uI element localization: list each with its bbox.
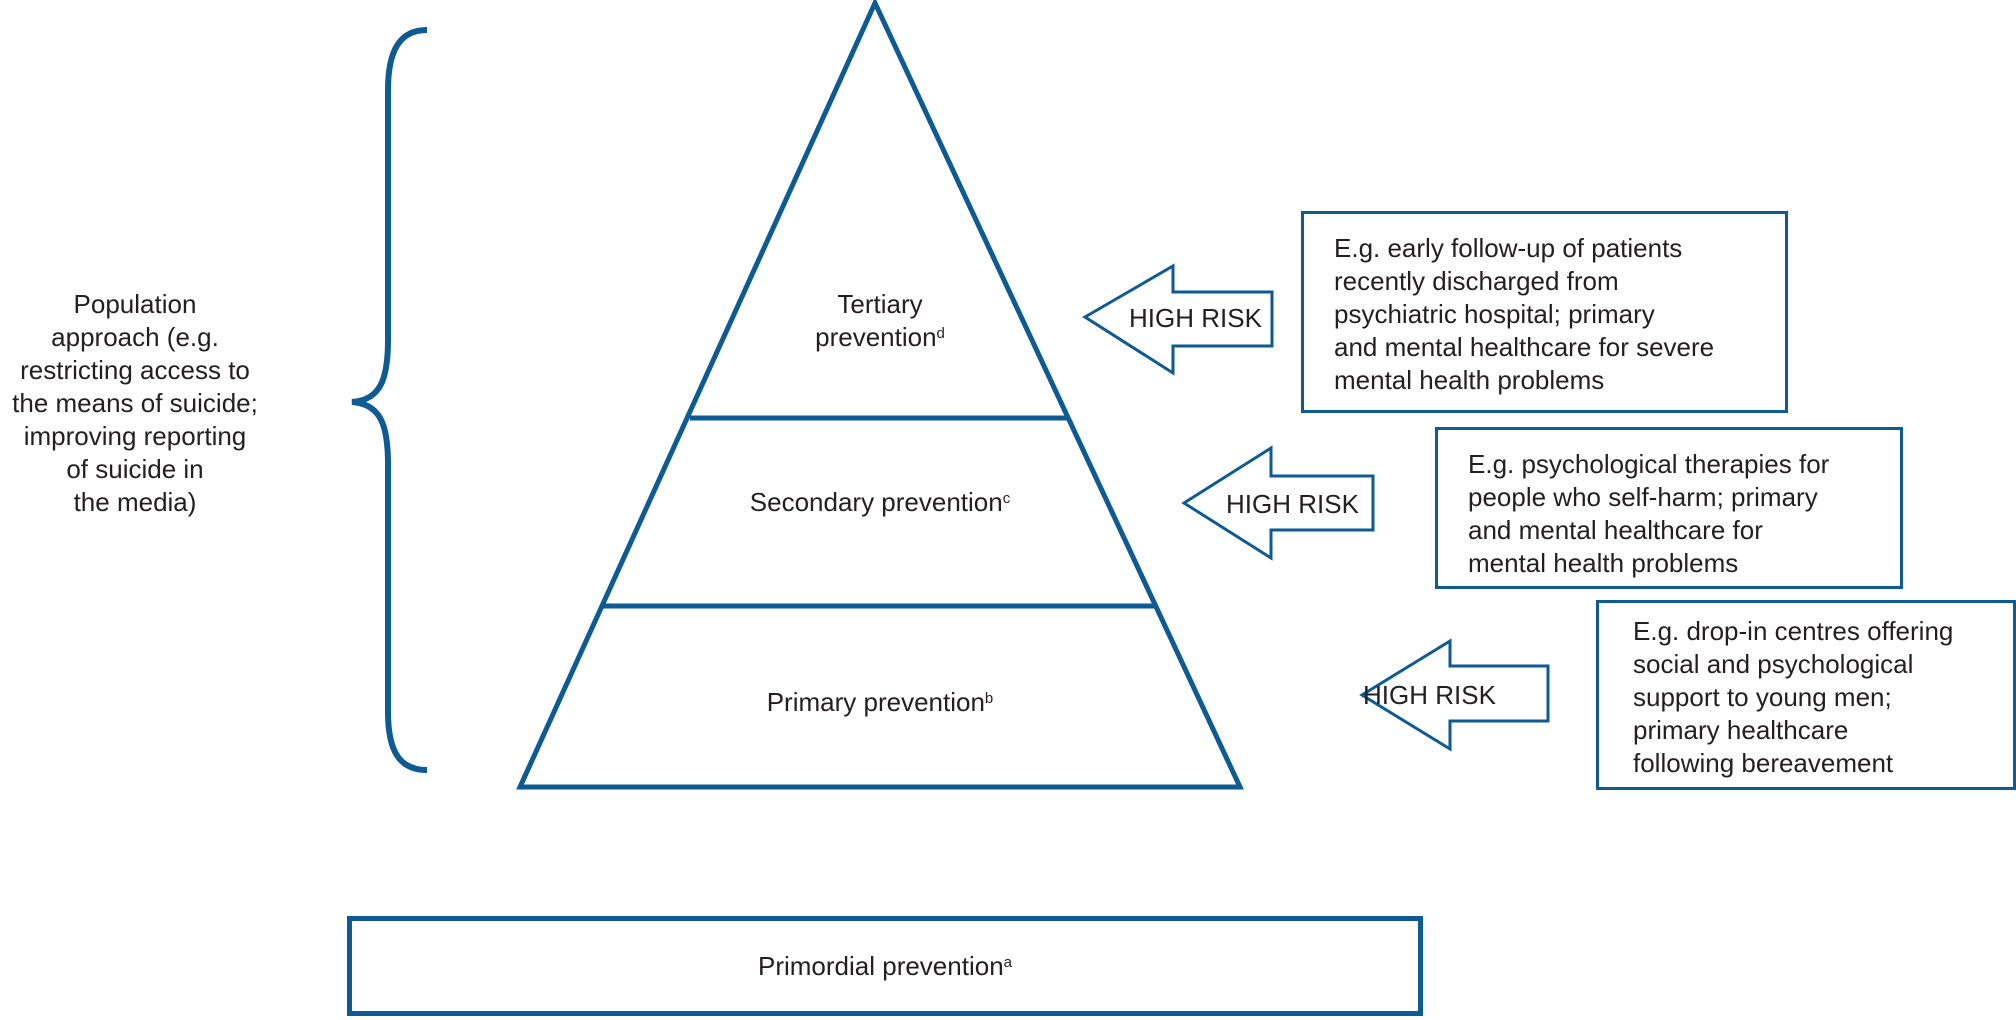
example-line: E.g. psychological therapies for [1468,449,1830,479]
footnote-marker: c [1002,490,1011,507]
population-line: the means of suicide; [12,388,258,418]
population-line: Population [73,289,197,319]
example-line: mental health problems [1334,365,1605,395]
population-brace [351,27,428,773]
tier-label-secondary: Secondary preventionc [700,486,1060,519]
high-risk-label-tertiary: HIGH RISK [1129,303,1262,333]
population-line: the media) [73,487,197,517]
population-line: restricting access to [20,355,250,385]
example-line: psychiatric hospital; primary [1334,299,1655,329]
example-line: E.g. early follow-up of patients [1334,233,1683,263]
example-box-tertiary: E.g. early follow-up of patients recentl… [1301,211,1788,413]
population-approach-text: Population approach (e.g. restricting ac… [0,288,270,519]
example-line: following bereavement [1633,748,1894,778]
population-line: of suicide in [66,454,204,484]
tier-label-line: Tertiary [837,289,923,319]
high-risk-arrow-tertiary [1082,263,1274,376]
tier-label-line: prevention [815,322,937,352]
tier-label-text: Secondary prevention [749,487,1003,517]
high-risk-label-primary: HIGH RISK [1363,680,1496,710]
tier-label-primary: Primary preventionb [700,686,1060,719]
example-line: E.g. drop-in centres offering [1633,616,1954,646]
high-risk-label-secondary: HIGH RISK [1226,489,1359,519]
primordial-label: Primordial prevention [757,950,1004,981]
example-line: and mental healthcare for severe [1334,332,1715,362]
example-line: and mental healthcare for [1468,515,1763,545]
tier-label-tertiary: Tertiary preventiond [760,288,1000,354]
footnote-marker: d [936,325,945,342]
population-line: approach (e.g. [51,322,219,352]
example-line: social and psychological [1633,649,1914,679]
footnote-marker: b [984,690,994,707]
example-box-secondary: E.g. psychological therapies for people … [1435,427,1903,589]
tier-label-text: Primary prevention [766,687,985,717]
example-line: recently discharged from [1334,266,1619,296]
example-line: primary healthcare [1633,715,1849,745]
example-line: people who self-harm; primary [1468,482,1818,512]
pyramid-outline [516,0,1244,790]
high-risk-arrow-secondary [1181,445,1375,561]
footnote-marker: a [1003,953,1012,971]
example-box-primary: E.g. drop-in centres offering social and… [1596,600,2016,790]
high-risk-arrow-primary [1359,638,1550,752]
population-line: improving reporting [23,421,247,451]
example-line: support to young men; [1633,682,1892,712]
example-line: mental health problems [1468,548,1739,578]
